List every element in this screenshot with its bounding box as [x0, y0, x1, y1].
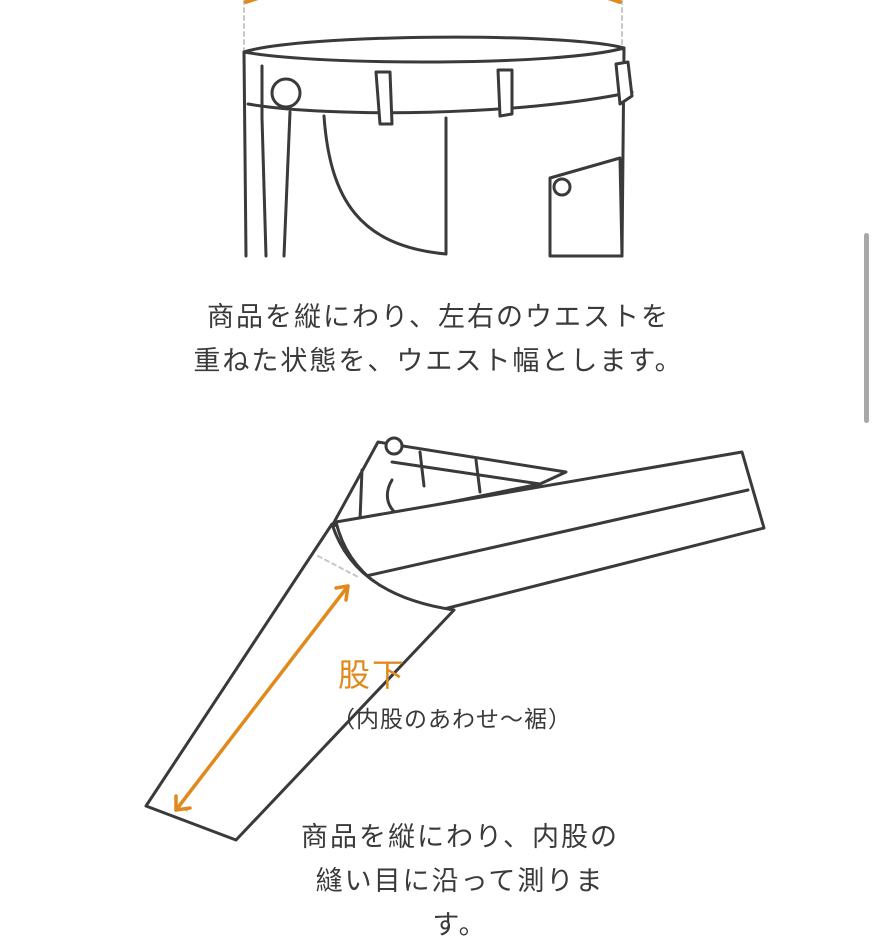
- belt-loop-3: [614, 60, 634, 106]
- waist-arrow-left: [244, 0, 259, 4]
- inseam-title: 股下: [338, 656, 407, 694]
- folded-loop-1: [418, 450, 426, 488]
- waist-diagram: [242, 0, 634, 258]
- scrollbar-thumb[interactable]: [864, 233, 869, 423]
- waist-caption-line1: 商品を縦にわり、左右のウエストを: [207, 302, 670, 333]
- diagonal-leg: [144, 522, 456, 842]
- back-pocket: [548, 156, 624, 258]
- belt-loop-2: [496, 68, 514, 118]
- fly-line: [282, 110, 292, 258]
- measurement-illustration: [144, 0, 766, 842]
- folded-button: [384, 436, 404, 456]
- inseam-subtitle: （内股のあわせ〜裾）: [332, 707, 572, 733]
- folded-waist-inner: [390, 460, 542, 486]
- waist-caption: 商品を縦にわり、左右のウエストを 重ねた状態を、ウエスト幅とします。: [0, 296, 877, 384]
- waist-caption-line2: 重ねた状態を、ウエスト幅とします。: [193, 346, 684, 377]
- inseam-diagram: [144, 436, 766, 842]
- inseam-caption-line2: 縫い目に沿って測ります。: [315, 866, 605, 941]
- folded-waist-band: [358, 468, 364, 522]
- waistband-bottom: [246, 90, 634, 115]
- waistband-top-back: [242, 46, 626, 64]
- inseam-caption-line1: 商品を縦にわり、内股の: [301, 822, 619, 853]
- front-pocket: [322, 114, 448, 256]
- horizontal-leg-crease: [364, 488, 750, 578]
- folded-loop-2: [474, 458, 482, 494]
- belt-loop-1: [374, 70, 394, 126]
- inseam-guide: [317, 555, 361, 579]
- waist-button: [270, 77, 302, 109]
- pants-left-side: [242, 50, 248, 258]
- inseam-arrow-line: [174, 584, 350, 812]
- waist-arrow-right: [607, 0, 622, 4]
- back-pocket-button: [552, 177, 572, 197]
- inseam-arrow-head-top: [334, 584, 350, 602]
- waistband-top: [242, 35, 626, 54]
- pants-left-side-inner: [260, 116, 268, 258]
- inseam-caption: 商品を縦にわり、内股の 縫い目に沿って測ります。: [290, 816, 630, 948]
- inseam-arrow-head-bottom: [174, 794, 192, 812]
